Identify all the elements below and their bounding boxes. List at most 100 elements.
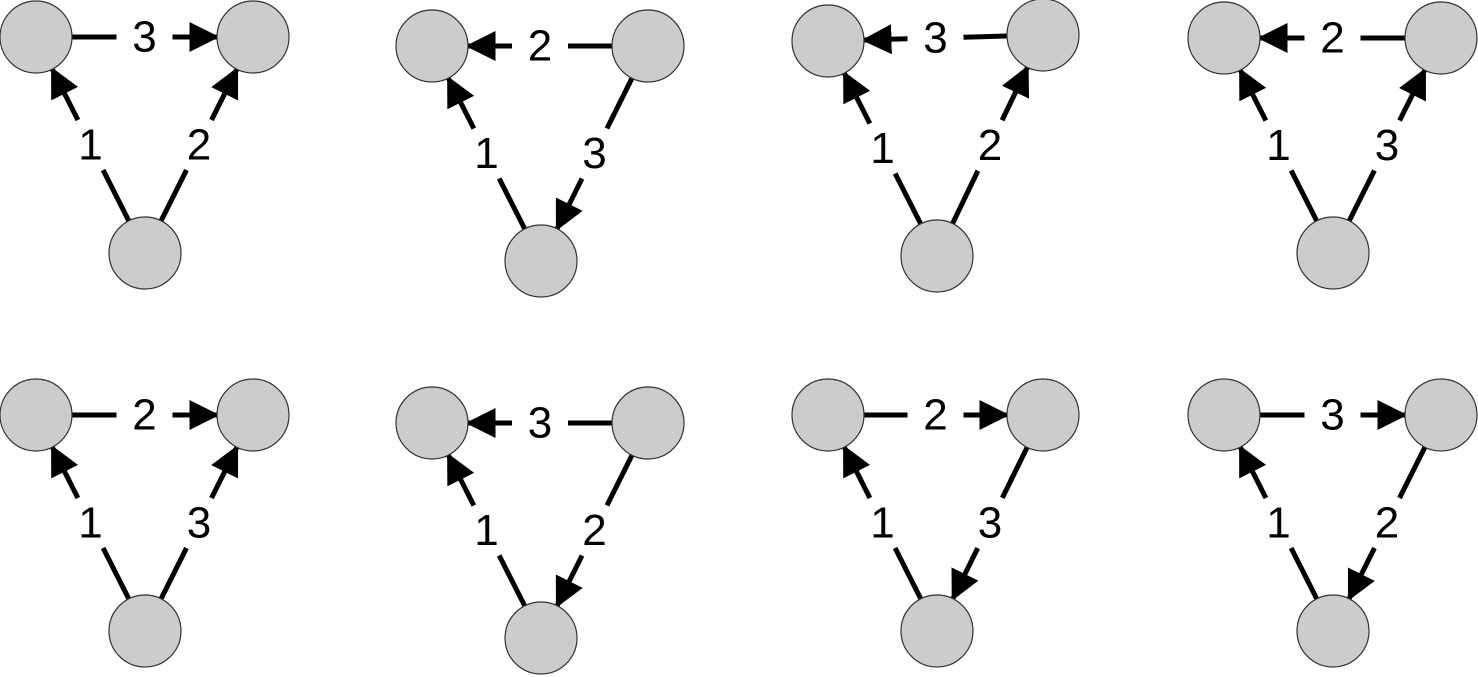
edge-label: 1 [474,506,498,555]
edge-line-segment [100,546,132,600]
graph-8: 31 2 [1187,378,1478,668]
edge-L-to-R: 2 [864,391,1010,440]
edge-line-segment [963,33,1008,40]
node-bottom [108,216,182,290]
edge-B-to-L: 1 [1238,67,1319,223]
graph-3: 3 1 2 [791,0,1080,293]
edge-arrow-segment [446,75,477,130]
edge-B-to-R: 3 [1346,67,1428,222]
graph-6: 3 1 2 [395,386,685,675]
edge-B-to-R: 2 [950,65,1030,225]
edge-arrow-segment [861,24,908,55]
edge-R-to-B: 2 [1346,446,1428,602]
edge-arrow-segment [49,66,81,122]
node-right [216,378,290,452]
edge-B-to-R: 2 [158,66,240,222]
edge-B-to-L: 1 [446,452,527,608]
edge-label: 1 [870,499,894,548]
node-right [1006,378,1080,452]
edge-line-segment [496,177,527,231]
edge-arrow-segment [554,554,585,609]
node-right [1404,1,1478,75]
node-left [791,4,865,78]
edge-label: 3 [1375,121,1399,170]
node-left [395,386,469,460]
edge-label: 3 [187,499,211,548]
edge-L-to-R: 3 [1260,391,1408,440]
edge-R-to-B: 3 [950,446,1030,601]
edge-line-segment [950,169,981,225]
edge-label: 2 [923,391,947,440]
node-left [1187,1,1261,75]
node-left [395,9,469,83]
edge-line-segment [1397,446,1428,500]
edge-R-to-L: 3 [465,399,612,448]
edge-label: 2 [1375,499,1399,548]
edge-R-to-L: 3 [861,14,1008,63]
edge-line-segment [496,554,527,608]
edge-B-to-L: 1 [841,444,924,600]
edge-line-segment [604,77,635,130]
edge-B-to-R: 3 [158,444,240,600]
edge-arrow-segment [209,444,240,500]
edge-label: 2 [1320,14,1344,63]
edge-line-segment [100,168,132,222]
edge-arrow-segment [1397,67,1428,122]
edge-label: 1 [474,129,498,178]
edge-line-segment [892,172,923,226]
edge-arrow-segment [446,452,477,507]
edge-line-segment [1288,546,1320,600]
graph-4: 2 1 3 [1187,1,1478,290]
edge-arrow-segment [554,177,585,232]
node-left [791,378,865,452]
node-right [1006,0,1080,72]
graph-7: 2 1 3 [791,378,1080,668]
edge-L-to-R: 2 [72,391,220,440]
edge-label: 2 [582,506,606,555]
edge-arrow-segment [1238,67,1269,122]
node-left [0,0,73,74]
node-bottom [900,594,974,668]
edge-B-to-L: 1 [49,66,132,222]
edge-R-to-B: 2 [554,454,635,609]
edge-line-segment [1288,169,1319,223]
edge-arrow-segment [209,66,240,122]
node-left [1187,378,1261,452]
edge-line-segment [892,546,924,600]
edge-arrow-segment [842,70,873,125]
edge-arrow-segment [1237,444,1269,500]
edge-B-to-L: 1 [1237,444,1320,600]
node-bottom [1296,216,1370,290]
edge-label: 3 [923,14,947,63]
node-bottom [504,224,578,298]
edge-label: 1 [78,121,102,170]
node-bottom [504,601,578,675]
node-right [611,386,685,460]
node-bottom [108,594,182,668]
edge-label: 1 [78,499,102,548]
edge-label: 2 [528,22,552,71]
edge-L-to-R: 3 [72,13,220,62]
edge-label: 2 [187,121,211,170]
edge-R-to-L: 2 [465,22,612,71]
graph-5: 2 1 3 [0,378,290,668]
edge-label: 1 [1266,121,1290,170]
edge-arrow-segment [999,65,1030,122]
graph-2: 2 1 3 [395,9,685,298]
node-right [611,9,685,83]
edge-line-segment [158,546,189,600]
node-left [0,378,73,452]
edge-line-segment [158,168,189,222]
edge-label: 3 [528,399,552,448]
edge-line-segment [604,454,635,507]
node-right [1404,378,1478,452]
edge-label: 3 [1320,391,1344,440]
edge-label: 1 [870,124,894,173]
edge-arrow-segment [950,547,980,601]
edge-arrow-segment [49,444,81,500]
edge-label: 2 [132,391,156,440]
graph-1: 3 1 2 [0,0,290,290]
node-right [216,0,290,74]
edge-label: 3 [582,129,606,178]
